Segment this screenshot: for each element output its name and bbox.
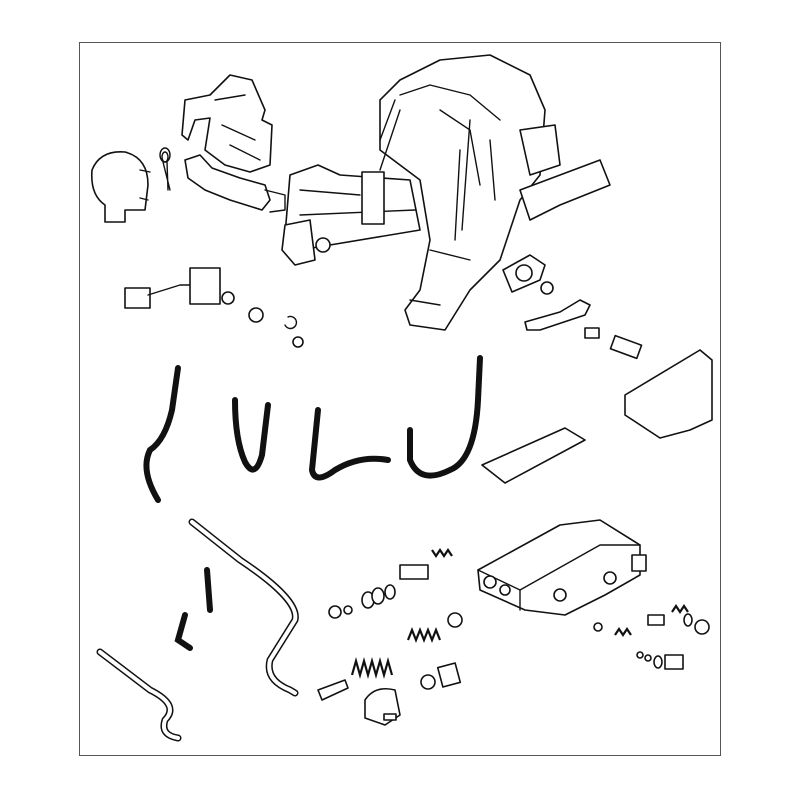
cartridge-parts xyxy=(593,604,710,670)
lever-part xyxy=(524,299,591,331)
diagram-frame xyxy=(79,42,721,756)
hose-3 xyxy=(308,407,391,481)
metal-tubes xyxy=(96,518,299,742)
snap-ring-part xyxy=(284,315,298,330)
nut-part xyxy=(292,336,304,348)
hose-4 xyxy=(407,355,483,479)
cover-part xyxy=(90,151,151,223)
washer-part xyxy=(248,307,264,323)
spring-pin-part xyxy=(159,147,171,191)
hose-2 xyxy=(232,397,271,473)
gasket-plate-part xyxy=(481,427,586,484)
valve-components xyxy=(317,548,463,726)
fitting-part xyxy=(584,327,600,339)
bracket-part xyxy=(624,349,713,439)
valve-manifold-part xyxy=(477,519,647,616)
hose-1 xyxy=(143,365,181,503)
flange-part xyxy=(502,254,546,293)
sensor-part xyxy=(609,334,643,360)
hydraulic-hoses xyxy=(143,355,483,503)
switch-connector-part xyxy=(124,267,235,309)
washer-part xyxy=(540,281,554,295)
housing-part xyxy=(181,74,286,213)
hitch-frame-part xyxy=(281,54,611,331)
